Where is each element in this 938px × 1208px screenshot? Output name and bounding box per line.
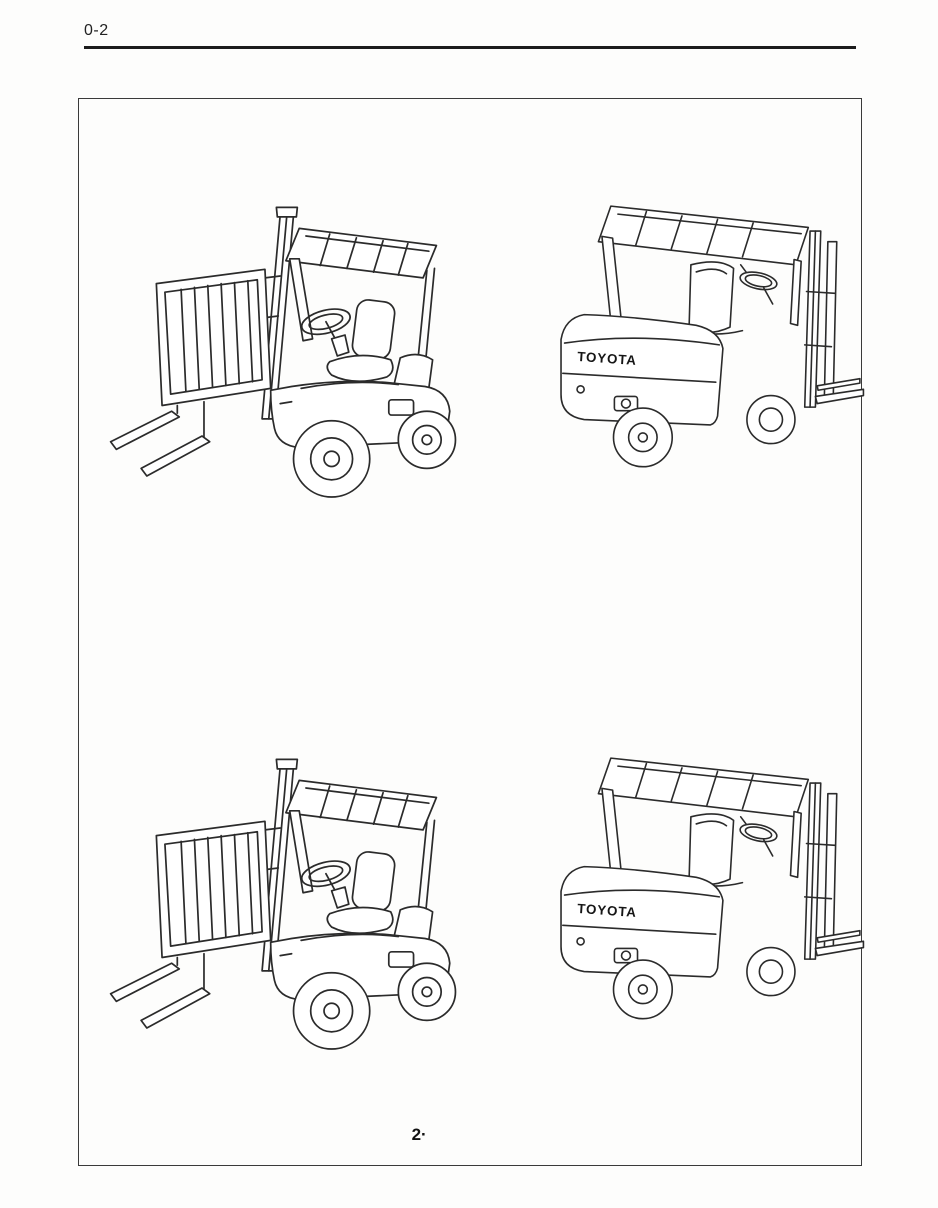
figure-forklift-rear-top: TOYOTA	[529, 183, 867, 485]
forklift-front-left-illustration	[103, 727, 465, 1070]
forklift-rear-right-illustration: TOYOTA	[529, 735, 867, 1037]
header-divider	[84, 46, 856, 49]
figure-forklift-front-bottom	[103, 727, 465, 1070]
toyota-logo-text: TOYOTA	[577, 349, 638, 368]
toyota-logo-text: TOYOTA	[577, 901, 638, 920]
figure-forklift-front-top	[103, 175, 465, 518]
forklift-front-left-illustration	[103, 175, 465, 518]
page-header-label: 0-2	[84, 22, 109, 39]
page-number: 2·	[411, 1125, 427, 1144]
figure-forklift-rear-bottom: TOYOTA	[529, 735, 867, 1037]
figure-frame: TOYOTA TOYOTA 2·	[78, 98, 862, 1166]
forklift-rear-right-illustration: TOYOTA	[529, 183, 867, 485]
